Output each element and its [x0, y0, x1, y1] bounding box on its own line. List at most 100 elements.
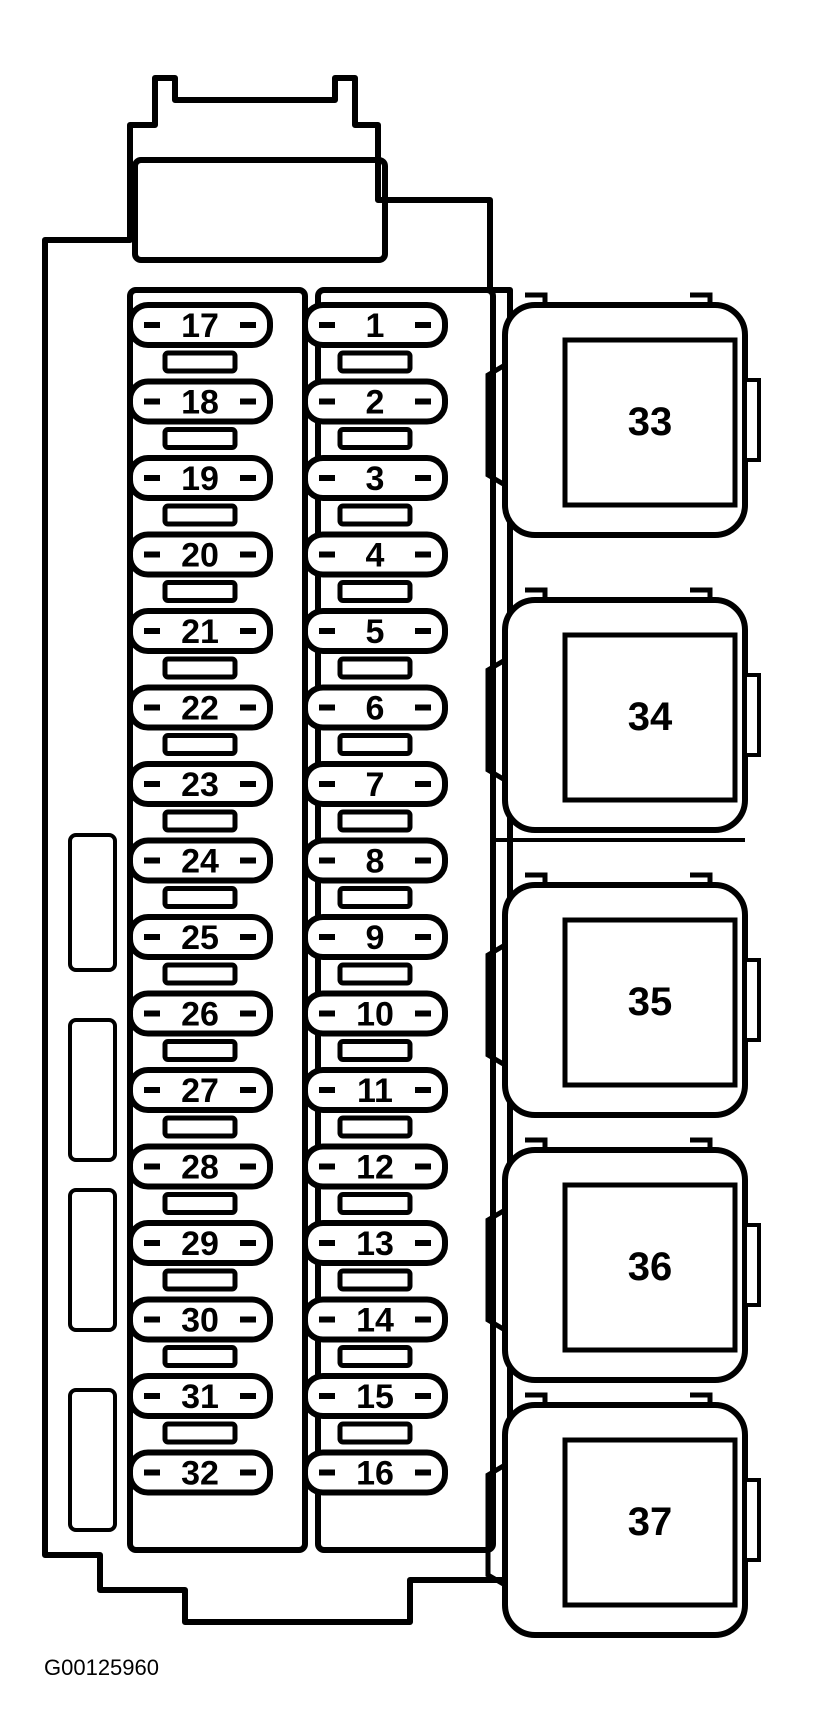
relay-37: 37	[485, 1392, 761, 1638]
fuse-number-label: 13	[356, 1225, 394, 1263]
fuse-contact-slot	[162, 1345, 238, 1368]
fuse-number-label: 27	[181, 1072, 219, 1110]
left-fuse-23: 23	[127, 761, 273, 807]
fuse-number-label: 21	[181, 613, 219, 651]
relays-group: 33 34 35 36 37	[485, 292, 761, 1638]
fuse-contact-slot	[337, 580, 413, 603]
fuse-number-label: 31	[181, 1378, 219, 1416]
left-fuse-18: 18	[127, 378, 273, 425]
right-fuse-3: 3	[302, 455, 448, 501]
fuse-number-label: 30	[181, 1302, 219, 1340]
left-fuse-21: 21	[127, 608, 273, 654]
fuse-number-label: 10	[356, 996, 394, 1034]
fuse-contact-slot	[162, 580, 238, 603]
fuse-number-label: 14	[356, 1302, 394, 1340]
left-fuse-24: 24	[127, 837, 273, 884]
fuse-contact-slot	[162, 733, 238, 756]
right-fuse-1: 1	[302, 302, 448, 348]
fuse-number-label: 26	[181, 996, 219, 1034]
fuse-contact-slot	[337, 656, 413, 680]
fuse-number-label: 24	[181, 843, 219, 881]
right-fuse-12: 12	[302, 1143, 448, 1190]
left-fuse-19: 19	[127, 455, 273, 501]
fuse-contact-slot	[162, 1192, 238, 1215]
fuse-contact-slot	[337, 1039, 413, 1062]
spare-slot-1	[68, 833, 117, 972]
fuse-number-label: 19	[181, 460, 219, 498]
relay-number-label: 34	[628, 695, 673, 739]
fuse-contact-slot	[337, 1345, 413, 1368]
fuse-contact-slot	[337, 809, 413, 833]
fuse-contact-slot	[162, 503, 238, 527]
fuse-contact-slot	[162, 1421, 238, 1445]
fuse-number-label: 11	[357, 1072, 393, 1110]
right-fuse-5: 5	[302, 608, 448, 654]
fuse-number-label: 15	[356, 1378, 394, 1416]
fuse-contact-slot	[337, 1115, 413, 1139]
relay-number-label: 35	[628, 980, 673, 1024]
fuse-number-label: 29	[181, 1225, 219, 1263]
relay-number-label: 37	[628, 1500, 673, 1544]
relay-number-label: 36	[628, 1245, 673, 1289]
fuse-contact-slot	[162, 1268, 238, 1292]
fuse-number-label: 12	[356, 1149, 394, 1187]
fuse-contact-slot	[162, 962, 238, 986]
fuse-contact-slot	[337, 886, 413, 909]
relay-35: 35	[485, 872, 761, 1118]
fuse-contact-slot	[337, 427, 413, 450]
right-fuse-14: 14	[302, 1296, 448, 1343]
fuse-number-label: 8	[366, 843, 385, 881]
relay-number-label: 33	[628, 400, 673, 444]
left-fuse-26: 26	[127, 990, 273, 1037]
fuse-number-label: 22	[181, 690, 219, 728]
spare-slot-3	[68, 1188, 117, 1332]
figure-caption: G00125960	[44, 1655, 159, 1680]
fuse-number-label: 2	[366, 384, 385, 422]
fuse-contact-slot	[337, 1192, 413, 1215]
relay-34: 34	[485, 587, 761, 833]
right-fuse-7: 7	[302, 761, 448, 807]
fuse-contact-slot	[337, 1421, 413, 1445]
fuse-number-label: 9	[366, 919, 385, 957]
left-fuse-31: 31	[127, 1373, 273, 1419]
right-fuse-4: 4	[302, 531, 448, 578]
fuse-contact-slot	[162, 1039, 238, 1062]
spare-slot-4	[68, 1388, 117, 1532]
fuse-contact-slot	[337, 733, 413, 756]
fuse-number-label: 17	[181, 307, 219, 345]
right-fuse-8: 8	[302, 837, 448, 884]
fuse-contact-slot	[337, 1268, 413, 1292]
fuse-number-label: 28	[181, 1149, 219, 1187]
fuse-contact-slot	[162, 427, 238, 450]
spare-slot-2	[68, 1018, 117, 1162]
fuse-number-label: 6	[366, 690, 385, 728]
fuse-number-label: 25	[181, 919, 219, 957]
right-fuse-15: 15	[302, 1373, 448, 1419]
fuse-number-label: 16	[356, 1455, 394, 1493]
fuse-contact-slot	[162, 886, 238, 909]
fuse-number-label: 23	[181, 766, 219, 804]
fuse-contact-slot	[162, 656, 238, 680]
relay-33: 33	[485, 292, 761, 538]
fuse-contact-slot	[337, 350, 413, 374]
fuse-number-label: 32	[181, 1455, 219, 1493]
right-fuse-16: 16	[302, 1449, 448, 1496]
right-fuse-10: 10	[302, 990, 448, 1037]
fuse-number-label: 18	[181, 384, 219, 422]
fuse-number-label: 4	[366, 537, 385, 575]
left-fuse-20: 20	[127, 531, 273, 578]
left-fuse-29: 29	[127, 1220, 273, 1266]
fuse-number-label: 7	[366, 766, 385, 804]
fuse-contact-slot	[162, 809, 238, 833]
fuse-column-left	[127, 287, 308, 1553]
right-fuse-2: 2	[302, 378, 448, 425]
fuse-number-label: 5	[366, 613, 385, 651]
fuse-contact-slot	[337, 503, 413, 527]
left-fuse-28: 28	[127, 1143, 273, 1190]
fuses-left-group: 17 18 19 20 21 22 23 24 25 26 27 28 29 30 31 32	[127, 302, 273, 1496]
fuse-number-label: 3	[366, 460, 385, 498]
housing-outline	[42, 75, 513, 1625]
left-fuse-22: 22	[127, 684, 273, 731]
